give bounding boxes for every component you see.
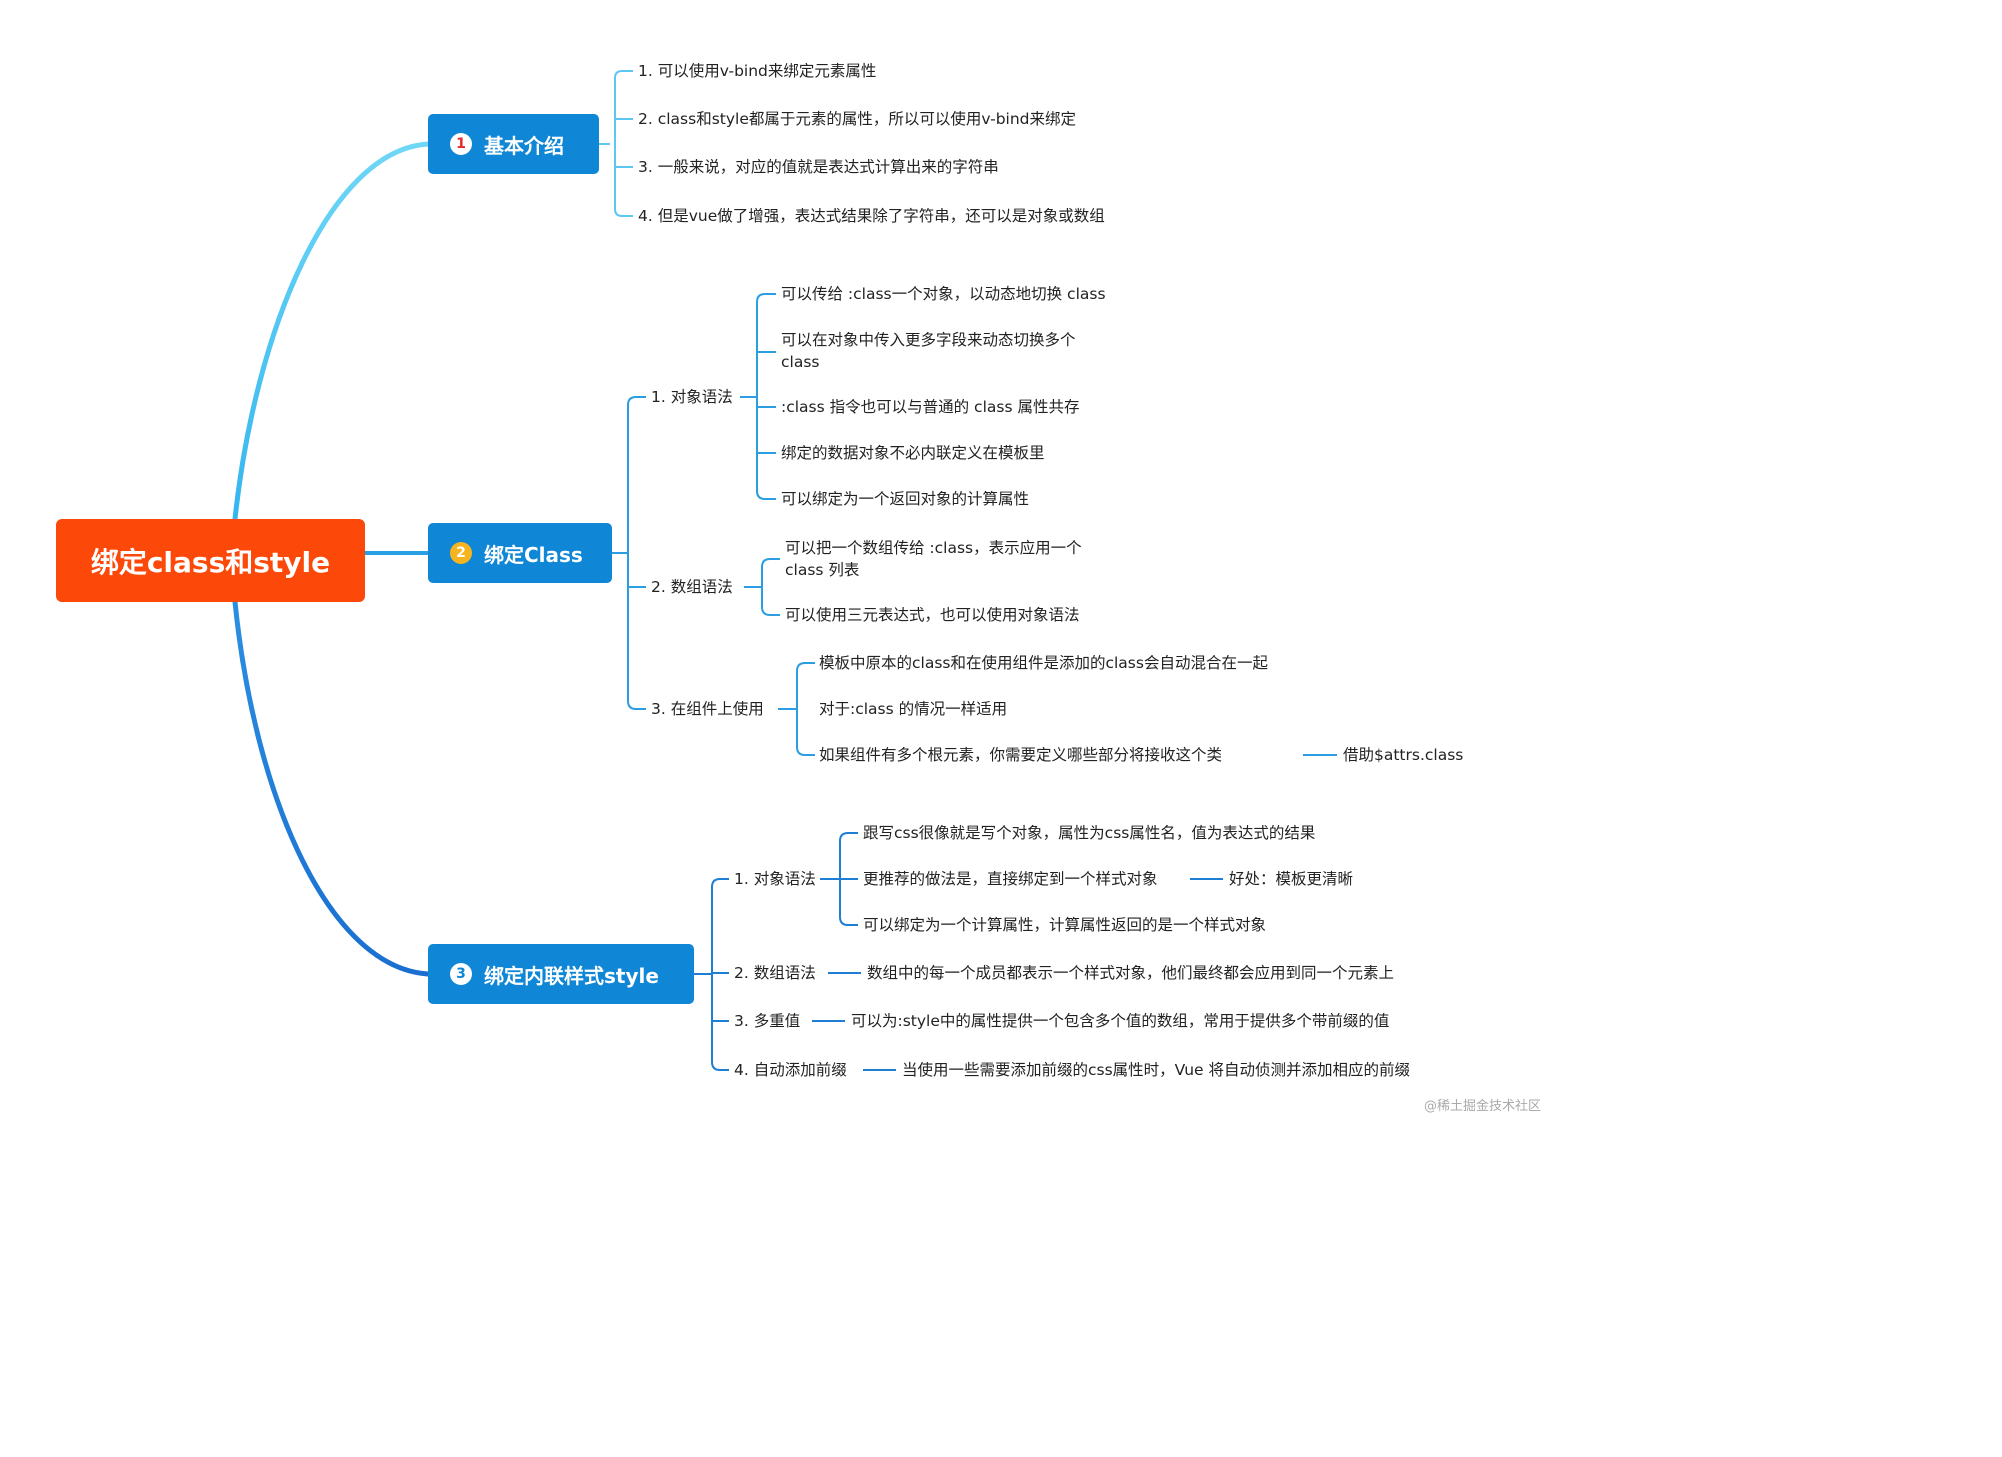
class-object-item-1: 可以传给 :class一个对象，以动态地切换 class — [781, 285, 1106, 303]
style-object-item-2: 更推荐的做法是，直接绑定到一个样式对象 — [863, 870, 1158, 888]
class-object-item-3: :class 指令也可以与普通的 class 属性共存 — [781, 398, 1080, 416]
class-object-item-2-cont: class — [781, 353, 820, 371]
branch-label: 基本介绍 — [484, 133, 564, 158]
intro-item-3: 3. 一般来说，对应的值就是表达式计算出来的字符串 — [638, 158, 999, 176]
class-object-syntax: 1. 对象语法 — [651, 388, 733, 406]
branch-bind-class[interactable]: 2 绑定Class — [428, 523, 612, 583]
class-component-extra: 借助$attrs.class — [1343, 746, 1464, 764]
style-multiple-values: 3. 多重值 — [734, 1012, 801, 1030]
branch-basic-intro[interactable]: 1 基本介绍 — [428, 114, 599, 174]
branch-label: 绑定Class — [484, 542, 583, 567]
root-node[interactable]: 绑定class和style — [56, 519, 365, 602]
style-auto-prefix-item: 当使用一些需要添加前缀的css属性时，Vue 将自动侦测并添加相应的前缀 — [902, 1061, 1411, 1079]
class-object-item-4: 绑定的数据对象不必内联定义在模板里 — [781, 444, 1045, 462]
style-array-syntax: 2. 数组语法 — [734, 964, 816, 982]
branch-label: 绑定内联样式style — [484, 963, 659, 988]
class-component-item-2: 对于:class 的情况一样适用 — [819, 700, 1008, 718]
class-component-usage: 3. 在组件上使用 — [651, 700, 764, 718]
style-object-extra: 好处：模板更清晰 — [1229, 870, 1354, 888]
number-three-badge-icon: 3 — [450, 963, 472, 985]
class-array-item-1: 可以把一个数组传给 :class，表示应用一个 — [785, 539, 1082, 557]
number-one-badge-icon: 1 — [450, 133, 472, 155]
connector-lines — [232, 70, 1337, 1071]
class-component-item-3: 如果组件有多个根元素，你需要定义哪些部分将接收这个类 — [819, 746, 1223, 764]
style-object-item-3: 可以绑定为一个计算属性，计算属性返回的是一个样式对象 — [863, 916, 1267, 934]
class-object-item-2: 可以在对象中传入更多字段来动态切换多个 — [781, 331, 1076, 349]
class-object-item-5: 可以绑定为一个返回对象的计算属性 — [781, 490, 1030, 508]
style-array-item: 数组中的每一个成员都表示一个样式对象，他们最终都会应用到同一个元素上 — [867, 964, 1395, 982]
style-auto-prefix: 4. 自动添加前缀 — [734, 1061, 847, 1079]
style-multiple-values-item: 可以为:style中的属性提供一个包含多个值的数组，常用于提供多个带前缀的值 — [851, 1012, 1390, 1030]
branch-bind-style[interactable]: 3 绑定内联样式style — [428, 944, 694, 1004]
intro-item-4: 4. 但是vue做了增强，表达式结果除了字符串，还可以是对象或数组 — [638, 207, 1105, 225]
class-array-item-2: 可以使用三元表达式，也可以使用对象语法 — [785, 606, 1080, 624]
intro-item-1: 1. 可以使用v-bind来绑定元素属性 — [638, 62, 877, 80]
style-object-syntax: 1. 对象语法 — [734, 870, 816, 888]
class-array-item-1-cont: class 列表 — [785, 561, 860, 579]
class-component-item-1: 模板中原本的class和在使用组件是添加的class会自动混合在一起 — [819, 654, 1268, 672]
class-array-syntax: 2. 数组语法 — [651, 578, 733, 596]
style-object-item-1: 跟写css很像就是写个对象，属性为css属性名，值为表达式的结果 — [863, 824, 1316, 842]
intro-item-2: 2. class和style都属于元素的属性，所以可以使用v-bind来绑定 — [638, 110, 1077, 128]
watermark: @稀土掘金技术社区 — [1423, 1099, 1541, 1114]
number-two-badge-icon: 2 — [450, 542, 472, 564]
root-label: 绑定class和style — [90, 545, 331, 579]
